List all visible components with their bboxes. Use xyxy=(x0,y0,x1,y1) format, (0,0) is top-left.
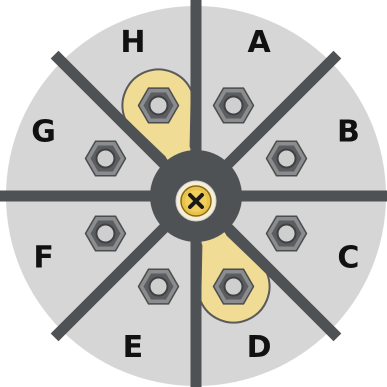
segment-label-f: F xyxy=(33,241,54,276)
segment-label-c: C xyxy=(337,241,359,276)
segment-label-g: G xyxy=(31,114,56,149)
nut-layer xyxy=(84,87,308,305)
hex-nut-icon xyxy=(265,215,308,252)
segment-label-h: H xyxy=(120,25,145,60)
segment-label-e: E xyxy=(123,330,144,365)
hex-nut-icon xyxy=(265,140,308,177)
segment-label-d: D xyxy=(247,330,272,365)
segment-label-b: B xyxy=(337,114,360,149)
phillips-screw-icon xyxy=(175,180,217,222)
hex-nut-icon xyxy=(84,215,127,252)
segment-label-a: A xyxy=(247,25,271,60)
hex-nut-icon xyxy=(212,87,255,124)
hex-nut-icon xyxy=(84,140,127,177)
hex-nut-icon xyxy=(212,268,255,305)
hex-nut-icon xyxy=(137,268,180,305)
hex-nut-icon xyxy=(137,87,180,124)
label-layer: H A B C D E F G xyxy=(31,25,360,365)
